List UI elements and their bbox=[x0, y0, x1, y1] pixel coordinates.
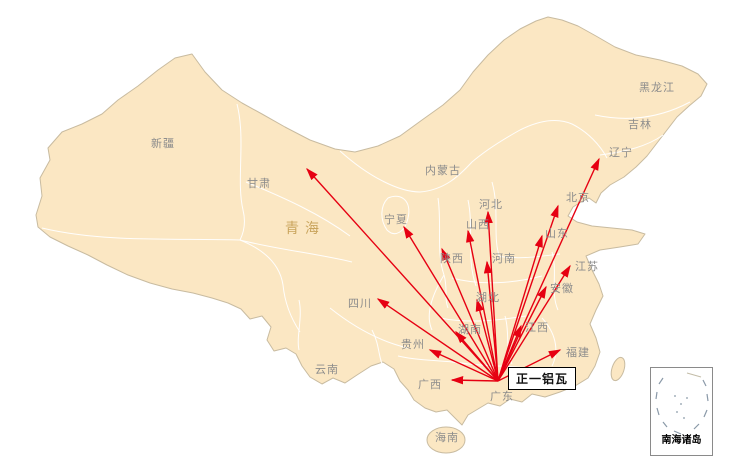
arrow-to-hebei bbox=[484, 210, 499, 382]
arrow-to-hubei bbox=[475, 298, 499, 382]
mainland-outline bbox=[35, 16, 708, 426]
china-landmass bbox=[35, 16, 708, 454]
nine-dash-line bbox=[655, 377, 709, 435]
arrow-to-hunan bbox=[455, 330, 499, 382]
hainan-island bbox=[426, 426, 466, 454]
arrow-to-beijing bbox=[497, 204, 559, 382]
arrow-to-jiangxi bbox=[497, 324, 522, 382]
arrow-to-anhui bbox=[497, 285, 547, 382]
arrow-to-henan bbox=[483, 260, 499, 382]
inset-label: 南海诸岛 bbox=[661, 435, 702, 446]
island-dots bbox=[674, 395, 688, 419]
arrow-to-ningxia bbox=[403, 225, 499, 382]
arrow-to-gansu bbox=[306, 167, 499, 382]
inset-coast-hint bbox=[686, 372, 702, 378]
arrow-to-shandong bbox=[497, 234, 543, 382]
arrow-to-sichuan bbox=[376, 298, 499, 382]
taiwan-island bbox=[610, 356, 626, 382]
south-china-sea-inset: 南海诸岛 bbox=[650, 367, 713, 456]
arrow-to-guizhou bbox=[428, 349, 499, 382]
origin-label: 正一铝瓦 bbox=[516, 372, 569, 386]
nine-dash-line-graphic bbox=[655, 372, 709, 435]
arrow-to-jiangsu bbox=[497, 264, 571, 382]
arrow-to-guangxi bbox=[450, 376, 499, 385]
origin-label-box: 正一铝瓦 bbox=[508, 367, 577, 390]
arrow-to-liaoning bbox=[497, 157, 600, 382]
arrow-to-shaanxi bbox=[441, 247, 499, 382]
arrows-layer bbox=[306, 157, 600, 385]
